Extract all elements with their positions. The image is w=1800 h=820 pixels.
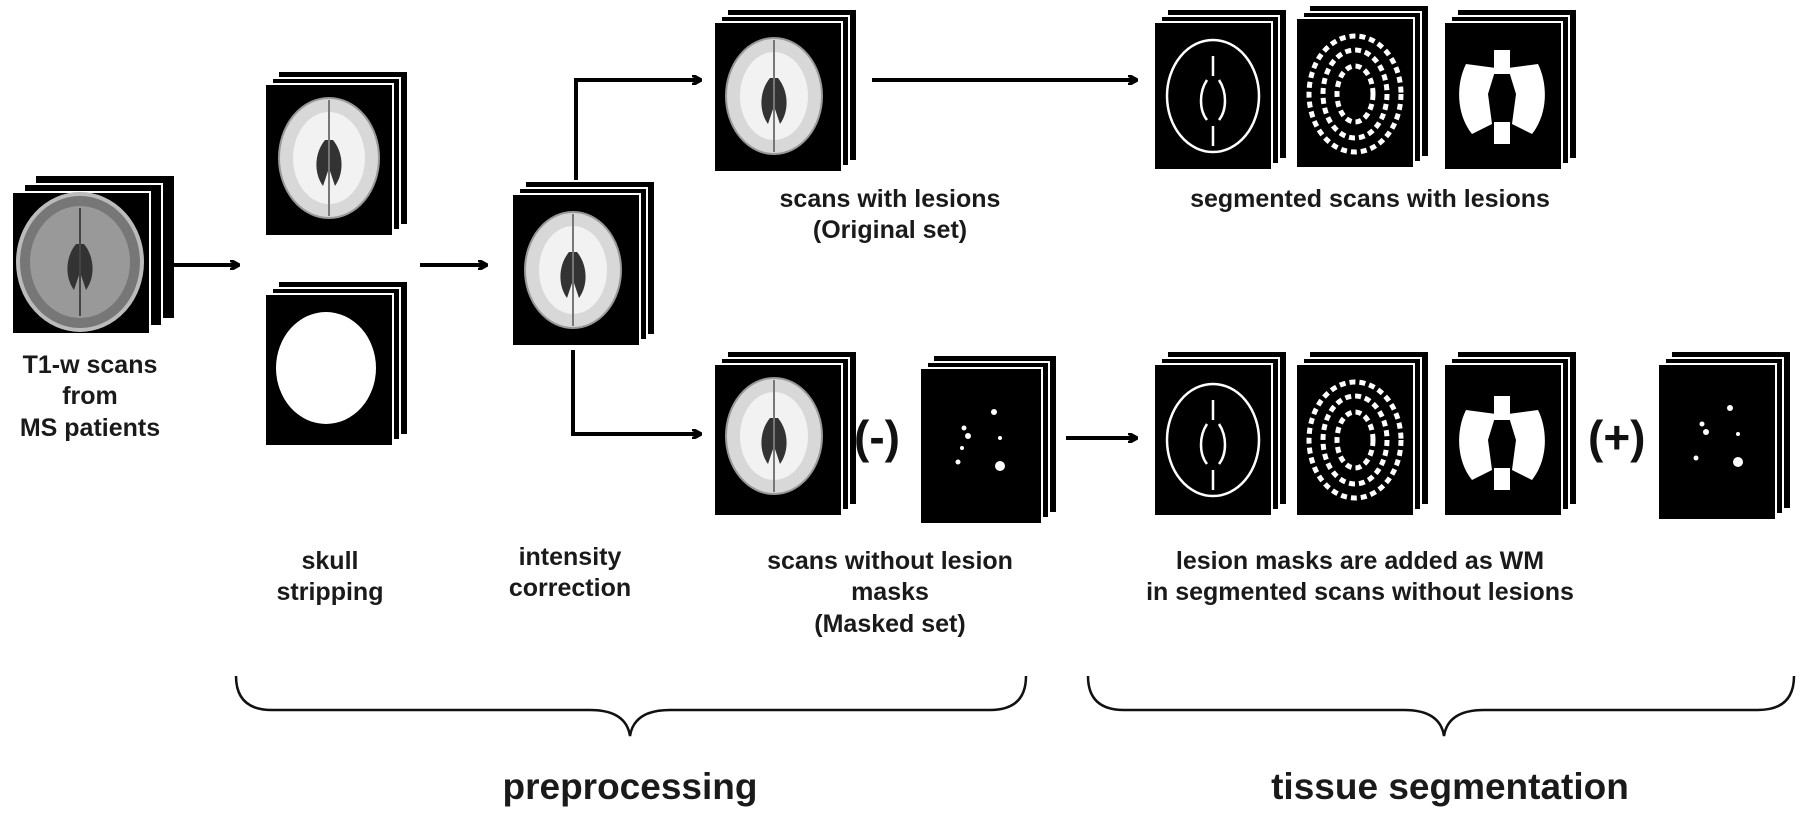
brain-mask-stack — [264, 282, 407, 447]
input-label: T1-w scans from MS patients — [19, 351, 161, 442]
seg-with-csf-stack — [1153, 10, 1286, 171]
seg-with-wm-stack — [1443, 10, 1576, 171]
seg-without-gm-stack — [1295, 352, 1428, 517]
arrow-to-masked-set — [571, 350, 700, 434]
brain-mask-shape — [276, 312, 376, 424]
arrow-to-original-set — [574, 80, 700, 180]
preprocessing-group-label: preprocessing — [502, 766, 758, 807]
segmentation-brace — [1086, 675, 1796, 737]
arrows — [172, 80, 1136, 438]
lesion-spots — [955, 409, 1005, 471]
segmented-with-lesions-label: segmented scans with lesions — [1190, 185, 1550, 213]
intensity-correction-label: intensity correction — [508, 543, 632, 603]
minus-operator: (-) — [854, 411, 900, 463]
masked-brain-icon — [725, 377, 823, 495]
seg-with-gm-stack — [1295, 6, 1428, 169]
lesion-masks-added-label: lesion masks are added as WM in segmente… — [1146, 547, 1574, 607]
masked-set-stack — [713, 352, 856, 517]
skull-stripped-stack — [264, 72, 407, 237]
original-brain-icon — [725, 37, 823, 155]
stripped-brain-icon — [278, 97, 380, 219]
t1-brain-icon — [16, 192, 144, 332]
intensity-corrected-stack — [511, 182, 654, 347]
preprocessing-brace — [234, 675, 1028, 737]
lesion-mask-stack-right — [1657, 352, 1790, 521]
t1-scan-stack — [11, 176, 174, 335]
lesion-mask-stack-left — [919, 356, 1056, 525]
original-set-label: scans with lesions (Original set) — [779, 185, 1001, 245]
seg-without-csf-stack — [1153, 352, 1286, 517]
plus-operator: (+) — [1588, 411, 1646, 463]
masked-set-label: scans without lesion masks (Masked set) — [767, 547, 1013, 638]
corrected-brain-icon — [524, 211, 622, 329]
tissue-segmentation-group-label: tissue segmentation — [1271, 766, 1629, 807]
skull-stripping-label: skull stripping — [276, 547, 384, 607]
seg-without-wm-stack — [1443, 352, 1576, 517]
original-set-stack — [713, 10, 856, 173]
